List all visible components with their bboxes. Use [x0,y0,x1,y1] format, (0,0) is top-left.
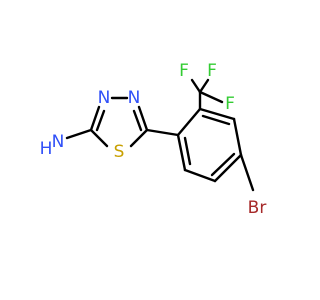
atom-f1: F [179,61,189,81]
bond-ar3-ar4 [232,117,243,157]
atom-br: Br [248,198,267,218]
bond-lines [65,78,255,192]
bond-ar4-br [239,153,255,192]
bond-ar1-ar2 [176,107,202,137]
bond-n4-c5 [137,105,149,132]
bond-ar2-ar3-inner [201,114,231,126]
bond-c2-nh2 [65,128,93,140]
bond-n4-c5-inner [132,109,143,132]
bond-c2-n3-inner [95,109,106,132]
bond-c2-n3 [89,105,101,132]
structure-diagram: N H N N S F F F Br [40,61,267,218]
atom-f3: F [225,94,235,114]
bond-c5-s [129,128,149,148]
bond-ar6-ar1 [176,133,187,172]
bond-c5-aryl [145,128,180,137]
bond-s-c2 [89,128,109,148]
bond-ar4-ar5-inner [210,152,236,177]
atom-amine-h: H [40,139,53,159]
bond-ar4-ar5 [213,153,243,183]
bond-ar5-ar6 [183,168,217,183]
atom-ring-n1: N [98,88,111,108]
atom-f2: F [207,61,217,81]
atom-ring-n2: N [128,88,141,108]
bond-ar2-ar3 [198,107,236,121]
bond-ar6-ar1-inner [183,136,192,166]
atom-labels: N H N N S F F F Br [40,61,267,218]
bond-cf3-f2 [198,78,210,94]
atom-ring-s: S [114,142,125,162]
atom-amine-n: N [52,132,65,152]
bond-cf3-f1 [190,78,202,94]
bond-cf3-f3 [198,90,224,104]
